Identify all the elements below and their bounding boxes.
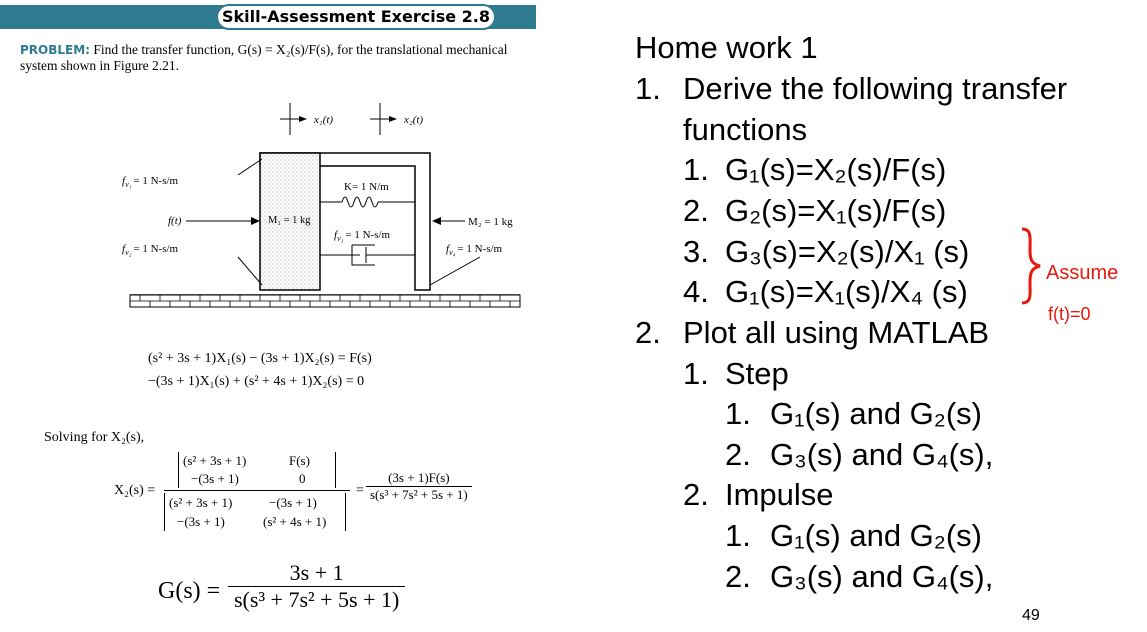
det-top-d: 0 bbox=[299, 471, 306, 486]
subitem-2-text: G₂(s)=X₁(s)/F(s) bbox=[725, 193, 947, 228]
subitem-2-number: 2. bbox=[683, 193, 709, 228]
item-1-number: 1. bbox=[635, 71, 661, 106]
x1-arrow bbox=[280, 103, 307, 135]
problem-statement: PROBLEM: Find the transfer function, G(s… bbox=[20, 42, 540, 74]
page-number: 49 bbox=[1022, 607, 1040, 624]
det-bot-c: −(3s + 1) bbox=[177, 514, 225, 529]
x2-lhs: X₂(s) = bbox=[114, 483, 156, 498]
plot-impulse-1-text: G₁(s) and G₂(s) bbox=[770, 518, 982, 553]
plot-step-text: Step bbox=[725, 356, 789, 391]
mass-m1-block bbox=[259, 152, 321, 291]
fv4-leader bbox=[429, 256, 481, 286]
subitem-4-text: G₁(s)=X₁(s)/X₄ (s) bbox=[725, 274, 968, 309]
exercise-banner-title: Skill-Assessment Exercise 2.8 bbox=[216, 4, 496, 30]
subitem-4-number: 4. bbox=[683, 274, 709, 309]
force-label: f(t) bbox=[168, 215, 182, 227]
det-top-b: F(s) bbox=[289, 453, 310, 468]
problem-label: PROBLEM: bbox=[20, 43, 90, 57]
g-fraction: 3s + 1 s(s³ + 7s² + 5s + 1) bbox=[228, 560, 406, 613]
fv1-leader bbox=[237, 158, 263, 176]
item-2-text: Plot all using MATLAB bbox=[683, 315, 990, 350]
plot-step-2-text: G₃(s) and G₄(s), bbox=[770, 437, 994, 472]
homework-title: Home work 1 bbox=[635, 30, 818, 65]
mechanical-system-figure: x₁(t) x₂(t) fv₁= 1 N-s/ bbox=[122, 103, 521, 308]
det-bot-b: −(3s + 1) bbox=[269, 495, 317, 510]
item-2-number: 2. bbox=[635, 315, 661, 350]
fv2-leader bbox=[237, 256, 263, 286]
determinant-fraction: (s² + 3s + 1) F(s) −(3s + 1) 0 (s² + 3s … bbox=[164, 452, 350, 531]
det-top-a: (s² + 3s + 1) bbox=[183, 453, 247, 468]
subitem-1-text: G₁(s)=X₂(s)/F(s) bbox=[725, 152, 947, 187]
plot-impulse-text: Impulse bbox=[725, 477, 834, 512]
ground bbox=[129, 294, 521, 308]
assume-note: Assume bbox=[1046, 262, 1119, 284]
subitem-1-number: 1. bbox=[683, 152, 709, 187]
item-1-text-line2: functions bbox=[683, 112, 808, 147]
force-arrow bbox=[186, 217, 260, 225]
plot-step-1-number: 1. bbox=[725, 396, 751, 431]
subitem-3-text: G₃(s)=X₂(s)/X₁ (s) bbox=[725, 234, 970, 269]
plot-impulse-number: 2. bbox=[683, 477, 709, 512]
curly-brace-icon bbox=[1021, 227, 1041, 305]
equation-2: −(3s + 1)X₁(s) + (s² + 4s + 1)X₂(s) = 0 bbox=[148, 374, 365, 389]
m1-label: M₁ = 1 kg bbox=[268, 215, 311, 226]
result-denominator: s(s³ + 7s² + 5s + 1) bbox=[366, 486, 472, 503]
x2-label: x₂(t) bbox=[403, 114, 423, 126]
plot-impulse-2-text: G₃(s) and G₄(s), bbox=[770, 559, 994, 594]
problem-text: Find the transfer function, G(s) = X₂(s)… bbox=[20, 42, 508, 73]
spring bbox=[320, 196, 415, 208]
result-numerator: (3s + 1)F(s) bbox=[388, 470, 450, 485]
plot-step-number: 1. bbox=[683, 356, 709, 391]
g-lhs: G(s) = bbox=[158, 578, 221, 604]
det-bot-a: (s² + 3s + 1) bbox=[169, 495, 233, 510]
plot-step-1-text: G₁(s) and G₂(s) bbox=[770, 396, 982, 431]
m2-pointer bbox=[432, 217, 465, 225]
fv4-label: fv₄= 1 N-s/m bbox=[446, 243, 503, 257]
fv2-label: fv₂= 1 N-s/m bbox=[122, 243, 179, 257]
fv1-label: fv₁= 1 N-s/m bbox=[122, 175, 179, 189]
g-denominator: s(s³ + 7s² + 5s + 1) bbox=[228, 586, 406, 613]
det-top-c: −(3s + 1) bbox=[191, 471, 239, 486]
plot-impulse-2-number: 2. bbox=[725, 559, 751, 594]
plot-step-2-number: 2. bbox=[725, 437, 751, 472]
subitem-3-number: 3. bbox=[683, 234, 709, 269]
result-fraction: (3s + 1)F(s) s(s³ + 7s² + 5s + 1) bbox=[366, 470, 472, 503]
g-numerator: 3s + 1 bbox=[289, 560, 344, 585]
spring-label: K= 1 N/m bbox=[344, 181, 389, 193]
fv3-label: fv₃= 1 N-s/m bbox=[334, 229, 391, 243]
solving-text: Solving for X₂(s), bbox=[44, 430, 145, 445]
det-bot-d: (s² + 4s + 1) bbox=[263, 514, 327, 529]
x2-arrow bbox=[370, 103, 397, 135]
assume-condition: f(t)=0 bbox=[1048, 304, 1091, 324]
x1-label: x₁(t) bbox=[313, 114, 333, 126]
det-equals: = bbox=[356, 483, 364, 498]
equation-1: (s² + 3s + 1)X₁(s) − (3s + 1)X₂(s) = F(s… bbox=[148, 351, 372, 366]
damper-fv3 bbox=[320, 244, 415, 266]
item-1-text-line1: Derive the following transfer bbox=[683, 71, 1068, 106]
plot-impulse-1-number: 1. bbox=[725, 518, 751, 553]
m2-label: M₂ = 1 kg bbox=[468, 216, 513, 228]
item-1: 1. bbox=[635, 69, 661, 110]
